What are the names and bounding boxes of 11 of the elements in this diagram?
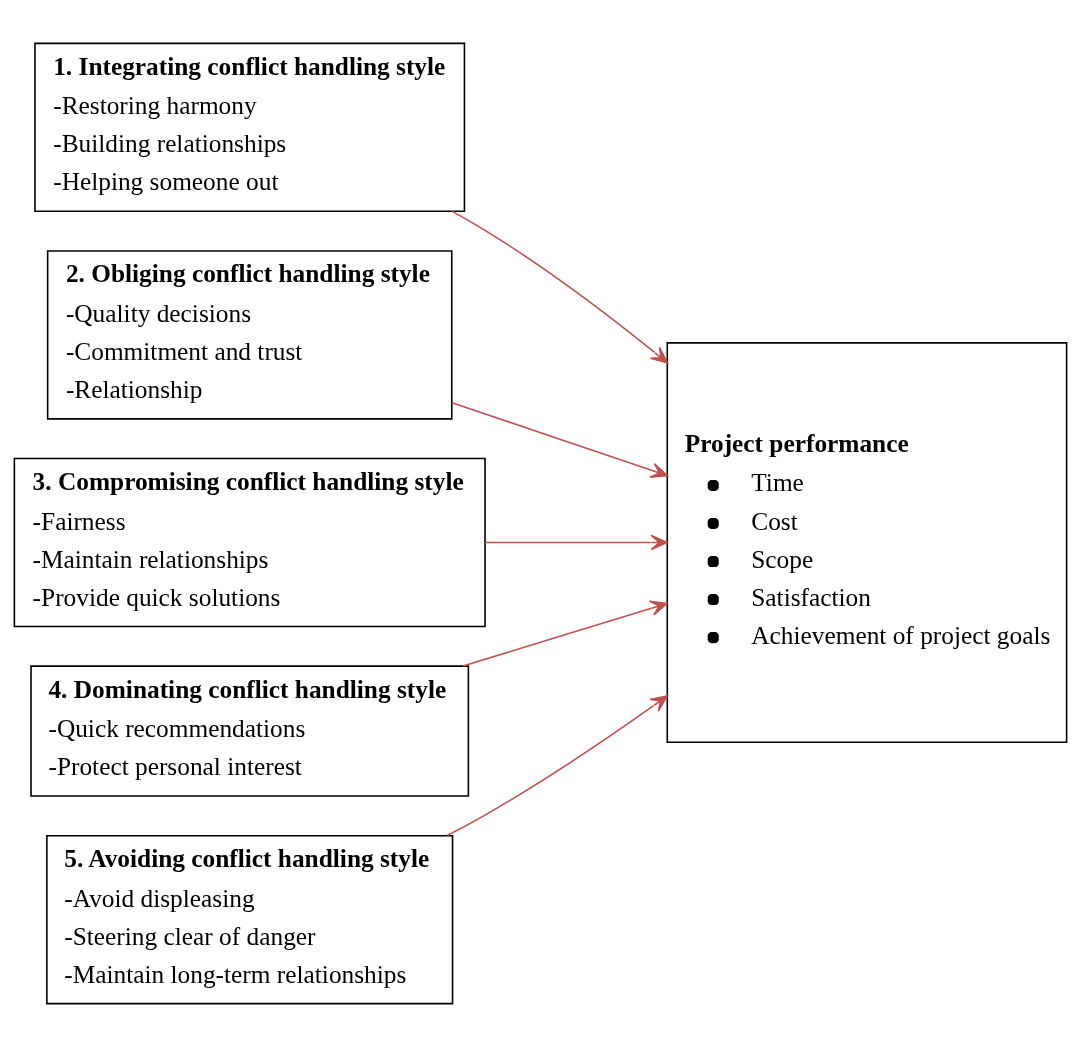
node-box: 2. Obliging conflict handling style -Quality decisions -Commitment and trust -Relationship (46, 250, 453, 420)
arrow (446, 695, 668, 837)
node-box: Project performance Time Cost Scope Satisfaction Achievement of project goals (666, 342, 1068, 743)
arrow (451, 401, 669, 479)
node-box: 3. Compromising conflict handling style -Fairness -Maintain relationships -Provide quick solutions (13, 457, 486, 628)
node-box: 4. Dominating conflict handling style -Quick recommendations -Protect personal interest (30, 665, 470, 797)
node-box: 5. Avoiding conflict handling style -Avoid displeasing -Steering clear of danger -Maintain long-term relationships (46, 834, 454, 1005)
arrow (462, 600, 668, 667)
arrow (484, 534, 668, 551)
node-box: 1. Integrating conflict handling style -Restoring harmony -Building relationships -Helping someone out (34, 42, 466, 213)
arrow (451, 210, 669, 364)
